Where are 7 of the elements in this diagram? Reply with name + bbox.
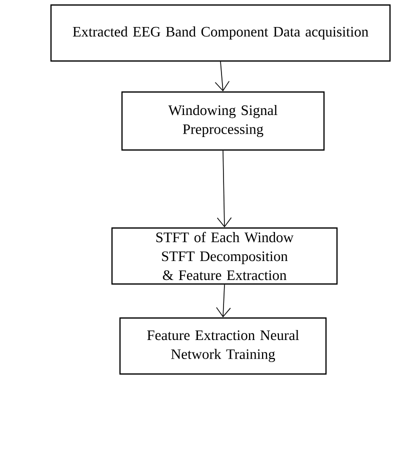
arrow bbox=[216, 284, 231, 318]
process-box: Feature Extraction Neural Network Training bbox=[119, 317, 327, 375]
process-box: STFT of Each Window STFT Decomposition & Feature Extraction bbox=[111, 227, 338, 285]
arrow bbox=[216, 150, 232, 228]
process-box: Extracted EEG Band Component Data acquisition bbox=[50, 4, 391, 62]
process-box: Windowing Signal Preprocessing bbox=[121, 91, 325, 151]
arrow bbox=[214, 61, 230, 92]
